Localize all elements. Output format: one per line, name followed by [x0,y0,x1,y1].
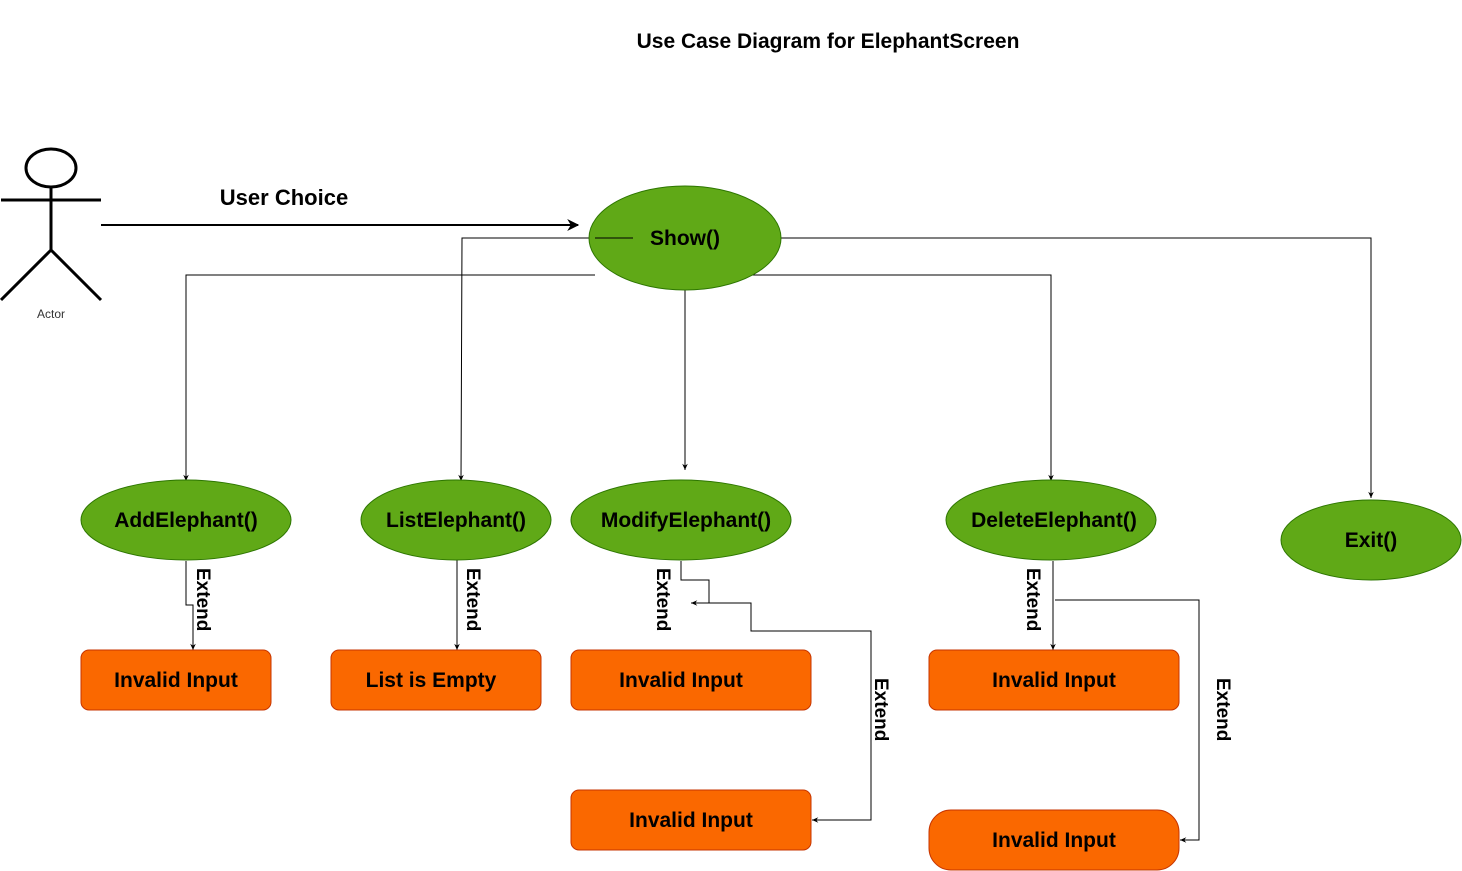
user-choice-label: User Choice [220,185,348,210]
use-case-add-label: AddElephant() [114,509,257,532]
use-case-show-label: Show() [650,227,720,250]
extension-add-invalid-label: Invalid Input [114,669,238,692]
extend-label-delete-2: Extend [1212,678,1233,741]
extension-delete-invalid-2-label: Invalid Input [992,829,1116,852]
extend-labels: Extend Extend Extend Extend Extend Exten… [192,568,1233,741]
extension-modify-invalid-2-label: Invalid Input [629,809,753,832]
use-case-exit-label: Exit() [1345,529,1398,552]
extend-label-list: Extend [462,568,483,631]
use-case-modify-label: ModifyElephant() [601,509,771,532]
stick-figure-icon [0,147,103,302]
actor: Actor [0,147,103,321]
use-case-list: ListElephant() [360,479,552,561]
use-case-show: Show() [588,185,782,291]
use-case-delete: DeleteElephant() [945,479,1157,561]
extension-list-empty-label: List is Empty [366,669,497,692]
extend-edges [185,540,1200,843]
extension-modify-invalid-1: Invalid Input [570,649,812,711]
extension-modify-invalid-2: Invalid Input [570,789,812,851]
diagram-title: Use Case Diagram for ElephantScreen [637,30,1020,53]
use-case-add: AddElephant() [80,479,292,561]
extend-label-modify-2: Extend [870,678,891,741]
extend-label-modify-1: Extend [652,568,673,631]
extend-label-add: Extend [192,568,213,631]
extension-modify-invalid-1-label: Invalid Input [619,669,743,692]
extension-list-empty: List is Empty [330,649,542,711]
extension-delete-invalid-1: Invalid Input [928,649,1180,711]
use-case-modify: ModifyElephant() [570,479,792,561]
extension-delete-invalid-2: Invalid Input [928,809,1180,871]
actor-label: Actor [37,307,65,321]
extension-add-invalid: Invalid Input [80,649,272,711]
extension-delete-invalid-1-label: Invalid Input [992,669,1116,692]
use-case-list-label: ListElephant() [386,509,526,532]
use-case-exit: Exit() [1280,499,1462,581]
user-choice-edge: User Choice [101,185,580,231]
use-case-delete-label: DeleteElephant() [971,509,1137,532]
show-edges [183,237,1374,498]
extend-label-delete-1: Extend [1022,568,1043,631]
